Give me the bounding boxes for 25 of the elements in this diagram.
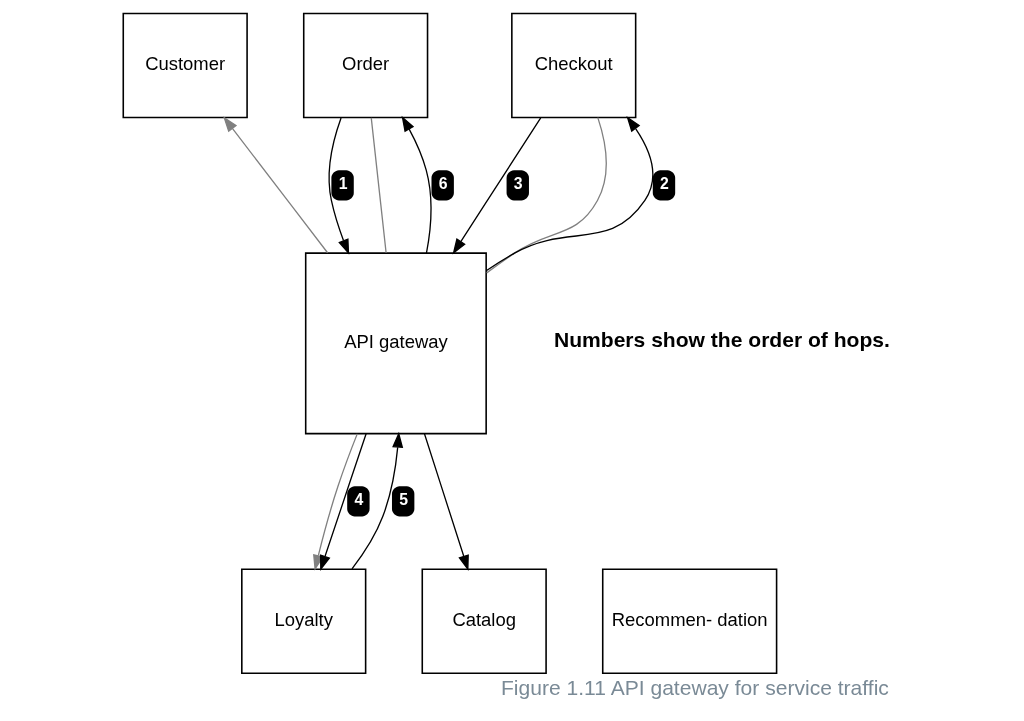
arrow [452,117,541,255]
node-box: Recommen- dation [601,568,777,675]
arrow [401,115,432,254]
node-box: Order [302,12,428,119]
edge-label: 3 [513,174,523,192]
edge-label: 1 [338,174,347,192]
node-box: Checkout [510,12,636,119]
edge-label: 2 [659,174,669,192]
edge-label: 6 [438,174,448,192]
caption: Figure 1.11 API gateway for service traffic [500,676,889,700]
node-box: Loyalty [240,568,366,675]
arrow [327,117,349,255]
arrow [350,431,403,570]
arrow [485,116,653,272]
node-box: Customer [121,12,248,119]
edge-label: 4 [353,490,363,508]
node-box: Catalog [420,568,547,675]
arrow [319,433,367,571]
arrow [222,116,328,254]
arrow [423,433,469,571]
label: Numbers show the order of hops. [553,328,890,352]
edge-label: 5 [398,490,408,508]
node-box: API gateway [304,252,487,435]
connector [485,116,607,274]
connector [370,117,387,254]
